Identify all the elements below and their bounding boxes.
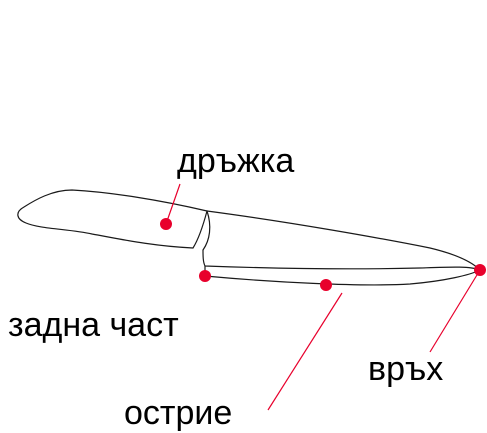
edge-marker [320,279,332,291]
handle-marker [160,218,172,230]
tip-leader-line [429,269,481,353]
handle-leader-line [165,183,181,225]
heel-label: задна част [8,306,179,344]
knife-blade-edge-line [202,249,481,271]
knife-bolster-shape [202,210,211,251]
leader-lines [165,183,481,411]
heel-marker [199,270,211,282]
knife-outline [17,189,481,286]
tip-marker [474,264,486,276]
tip-label: връх [368,350,444,388]
markers [160,218,486,291]
knife-blade-spine [206,210,481,271]
edge-label: острие [124,394,233,432]
handle-label: дръжка [177,142,295,180]
edge-leader-line [267,292,343,411]
knife-blade-bevel [204,269,481,286]
knife-handle-shape [17,189,208,249]
